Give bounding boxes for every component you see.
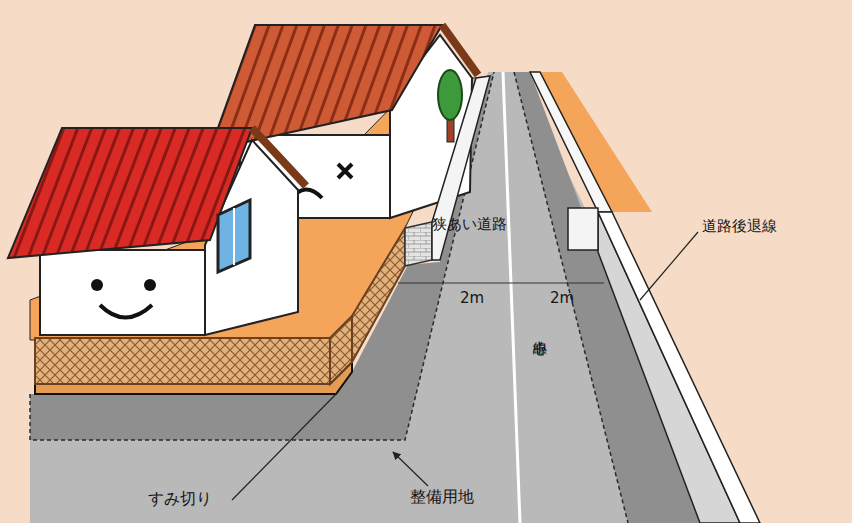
face-eye: [338, 164, 352, 178]
tree: [438, 70, 462, 120]
fence: [352, 228, 405, 362]
leader-arrow: [393, 452, 428, 486]
leaders: [232, 392, 428, 500]
setback-line-label: 道路後退線: [702, 218, 777, 235]
window: [218, 200, 250, 272]
boundary-wall: [530, 72, 612, 212]
centre-line: [503, 72, 520, 523]
setback-strip: [514, 72, 700, 523]
front-house: [252, 128, 306, 186]
dimension-line: [398, 282, 604, 283]
fence: [35, 76, 490, 394]
face-eye: [91, 279, 103, 291]
front-house: [8, 128, 252, 258]
face-eye: [144, 279, 156, 291]
leader-line: [640, 232, 698, 300]
width-dimension: 2m: [550, 290, 574, 307]
boundary-wall: [598, 212, 760, 523]
right-lot: [530, 72, 760, 523]
width-dimension: 2m: [460, 290, 484, 307]
leader-line: [232, 392, 338, 500]
block-wall: [405, 222, 432, 266]
road-name: 狭あい道路: [432, 216, 507, 233]
window: [233, 208, 235, 265]
maintenance-land-label: 整備用地: [410, 488, 474, 506]
back-house: [442, 25, 478, 75]
gate-post: [568, 208, 598, 250]
face-mouth: [100, 305, 152, 318]
fence: [35, 338, 330, 384]
corner-cut-label: すみ切り: [148, 490, 212, 508]
front-house: [8, 128, 306, 335]
tree: [438, 70, 462, 142]
old-boundary-line: [514, 72, 628, 523]
fence: [330, 316, 352, 384]
front-house: [40, 250, 205, 335]
